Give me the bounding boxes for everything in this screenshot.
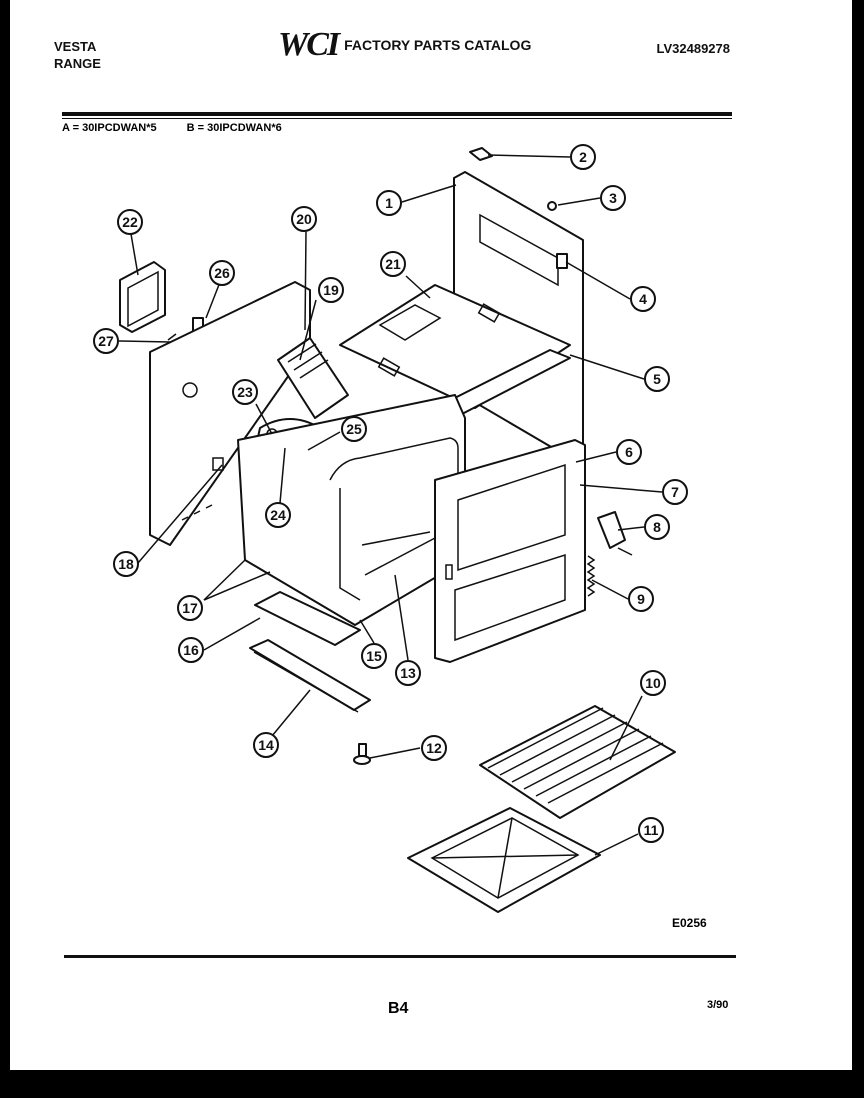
part-bracket — [556, 253, 568, 269]
part-side-panel — [149, 281, 311, 546]
header-rule-thin — [62, 118, 732, 119]
callout-label: 23 — [237, 384, 253, 400]
catalog-header: WCI FACTORY PARTS CATALOG — [278, 28, 531, 62]
wci-logo: WCI — [278, 26, 340, 63]
callout-17: 17 — [177, 595, 203, 621]
model-legend: A = 30IPCDWAN*5 B = 30IPCDWAN*6 — [62, 122, 282, 134]
part-control-insert — [277, 337, 349, 419]
callout-8: 8 — [644, 514, 670, 540]
part-bottom-panel — [254, 591, 361, 646]
callout-label: 20 — [296, 211, 312, 227]
callout-10: 10 — [640, 670, 666, 696]
callout-3: 3 — [600, 185, 626, 211]
callout-16: 16 — [178, 637, 204, 663]
callout-label: 12 — [426, 740, 442, 756]
callout-label: 27 — [98, 333, 114, 349]
callout-label: 25 — [346, 421, 362, 437]
callout-12: 12 — [421, 735, 447, 761]
callout-label: 24 — [270, 507, 286, 523]
callout-26: 26 — [209, 260, 235, 286]
callout-label: 26 — [214, 265, 230, 281]
callout-9: 9 — [628, 586, 654, 612]
callout-label: 16 — [183, 642, 199, 658]
callout-18: 18 — [113, 551, 139, 577]
part-rod — [364, 537, 436, 576]
footer-rule — [64, 955, 736, 958]
part-broiler-pan — [407, 807, 601, 913]
callout-11: 11 — [638, 817, 664, 843]
callout-label: 5 — [653, 371, 661, 387]
callout-label: 15 — [366, 648, 382, 664]
callout-7: 7 — [662, 479, 688, 505]
callout-23: 23 — [232, 379, 258, 405]
callout-label: 9 — [637, 591, 645, 607]
catalog-number: LV32489278 — [656, 41, 731, 56]
catalog-page: VESTA RANGE WCI FACTORY PARTS CATALOG LV… — [10, 0, 852, 1070]
callout-20: 20 — [291, 206, 317, 232]
part-hinge — [597, 511, 633, 556]
callout-label: 10 — [645, 675, 661, 691]
leader-lines — [118, 154, 663, 856]
product-type: RANGE — [54, 56, 101, 71]
page-date: 3/90 — [707, 999, 729, 1011]
catalog-title: FACTORY PARTS CATALOG — [344, 36, 532, 53]
model-a: A = 30IPCDWAN*5 — [62, 122, 157, 134]
brand-name: VESTA — [54, 39, 97, 54]
exploded-parts-diagram: 1 2 3 4 5 6 7 8 9 10 11 12 13 14 15 16 1… — [93, 144, 688, 913]
callout-13: 13 — [395, 660, 421, 686]
part-spring — [586, 555, 596, 597]
callout-15: 15 — [361, 643, 387, 669]
callout-14: 14 — [253, 732, 279, 758]
part-leveling-leg — [353, 743, 371, 765]
callout-label: 2 — [579, 149, 587, 165]
callout-4: 4 — [630, 286, 656, 312]
callout-label: 14 — [258, 737, 274, 753]
part-oven-rack — [479, 705, 676, 819]
diagram-code: E0256 — [672, 916, 707, 930]
callout-22: 22 — [117, 209, 143, 235]
part-oven-door — [434, 439, 586, 663]
part-clip — [469, 147, 493, 161]
part-kick-plate — [249, 639, 371, 713]
callout-1: 1 — [376, 190, 402, 216]
callout-24: 24 — [265, 502, 291, 528]
callout-label: 18 — [118, 556, 134, 572]
model-b: B = 30IPCDWAN*6 — [186, 122, 282, 134]
callout-label: 7 — [671, 484, 679, 500]
callout-label: 1 — [385, 195, 393, 211]
callout-label: 21 — [385, 256, 401, 272]
callout-label: 22 — [122, 214, 138, 230]
callout-label: 11 — [644, 822, 659, 838]
callout-19: 19 — [318, 277, 344, 303]
page-number: B4 — [388, 1000, 409, 1017]
header-rule — [62, 112, 732, 116]
callout-5: 5 — [644, 366, 670, 392]
callout-21: 21 — [380, 251, 406, 277]
brand-block: VESTA RANGE — [54, 38, 101, 72]
callout-label: 3 — [609, 190, 617, 206]
callout-label: 17 — [182, 600, 198, 616]
callout-27: 27 — [93, 328, 119, 354]
part-screw — [547, 201, 557, 211]
callout-label: 4 — [639, 291, 647, 307]
callout-25: 25 — [341, 416, 367, 442]
part-vent-duct — [119, 261, 166, 333]
callout-label: 8 — [653, 519, 661, 535]
callout-label: 13 — [400, 665, 416, 681]
callout-label: 6 — [625, 444, 633, 460]
callout-label: 19 — [323, 282, 339, 298]
callout-6: 6 — [616, 439, 642, 465]
callout-2: 2 — [570, 144, 596, 170]
